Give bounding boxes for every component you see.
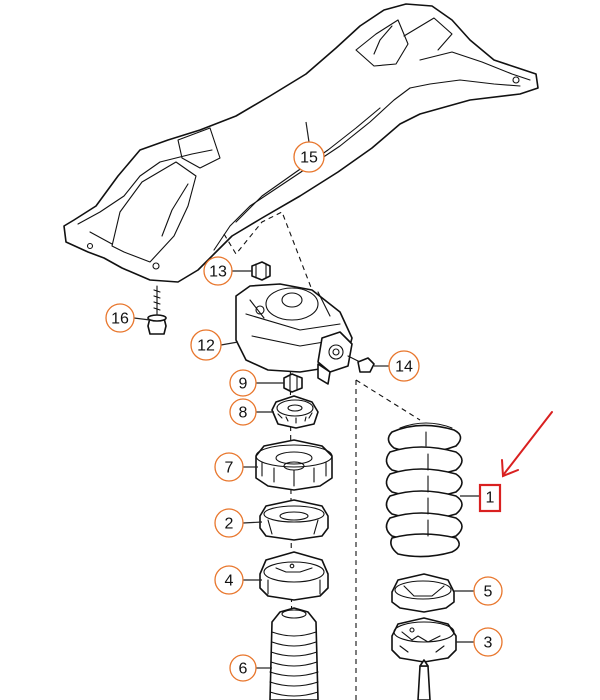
callout-layer: 15 13 16 12 14 9 8 7 2 4 6 5 3	[105, 121, 503, 682]
callout-number: 14	[395, 359, 413, 376]
strut-mount-drawing	[235, 283, 353, 385]
callout-number: 16	[111, 311, 129, 328]
callout-mount-bolt: 14	[374, 350, 420, 382]
callout-spring-seat-pad: 5	[454, 576, 503, 606]
upper-spring-seat-drawing	[255, 439, 333, 491]
callout-number: 8	[239, 405, 248, 422]
callout-strut-mount: 12	[190, 329, 239, 361]
callout-number: 3	[484, 635, 493, 652]
callout-subframe-bolt: 16	[105, 303, 151, 333]
callout-lower-spring-seat: 3	[456, 627, 503, 657]
callout-circle	[105, 303, 135, 333]
top-nut-drawing	[251, 261, 271, 281]
callout-subframe: 15	[293, 121, 325, 173]
callout-leader-line	[220, 341, 239, 346]
callout-circle	[214, 452, 244, 482]
callout-number: 4	[225, 573, 234, 590]
piston-rod-nut-drawing	[283, 373, 303, 393]
callout-leader-line	[305, 121, 310, 143]
subframe-bolt-drawing	[147, 285, 167, 335]
callout-number: 9	[239, 376, 248, 393]
callout-number: 6	[239, 661, 248, 678]
mount-bolt-drawing	[347, 355, 375, 373]
lower-spring-pad-drawing	[259, 551, 329, 601]
callout-number: 15	[300, 150, 318, 167]
callout-circle	[190, 329, 222, 361]
callout-protective-boot: 6	[229, 654, 272, 682]
callout-top-nut: 13	[203, 256, 252, 286]
callout-number: 5	[484, 584, 493, 601]
callout-upper-spring-pad: 2	[214, 508, 263, 538]
callout-number: 2	[225, 516, 234, 533]
highlighted-callout: 1	[460, 411, 553, 513]
callout-circle	[388, 350, 420, 382]
protective-boot-drawing	[269, 607, 319, 700]
upper-spring-pad-drawing	[259, 499, 329, 541]
callout-circle	[229, 654, 257, 682]
callout-circle	[203, 256, 233, 286]
callout-number: 7	[225, 460, 234, 477]
callout-circle	[229, 398, 257, 426]
spring-seat-pad-drawing	[391, 573, 455, 613]
callout-circle	[214, 565, 244, 595]
callout-number: 13	[209, 264, 227, 281]
callout-upper-spring-seat: 7	[214, 452, 258, 482]
callout-leader-line	[242, 521, 263, 524]
callout-circle	[473, 627, 503, 657]
callout-number: 12	[197, 338, 215, 355]
lower-spring-seat-drawing	[391, 617, 457, 663]
highlighted-callout-label: 1	[486, 490, 495, 507]
callout-leader-line	[133, 317, 151, 321]
callout-bearing: 8	[229, 398, 274, 426]
subframe-drawing	[63, 3, 539, 283]
callout-circle	[473, 576, 503, 606]
callout-circle	[214, 508, 244, 538]
damper-rod-drawing	[417, 659, 431, 700]
bearing-drawing	[271, 395, 319, 429]
callout-circle	[293, 141, 325, 173]
callout-piston-rod-nut: 9	[229, 369, 284, 397]
coil-spring-drawing	[385, 422, 463, 558]
callout-lower-spring-pad: 4	[214, 565, 262, 595]
callout-circle	[229, 369, 257, 397]
